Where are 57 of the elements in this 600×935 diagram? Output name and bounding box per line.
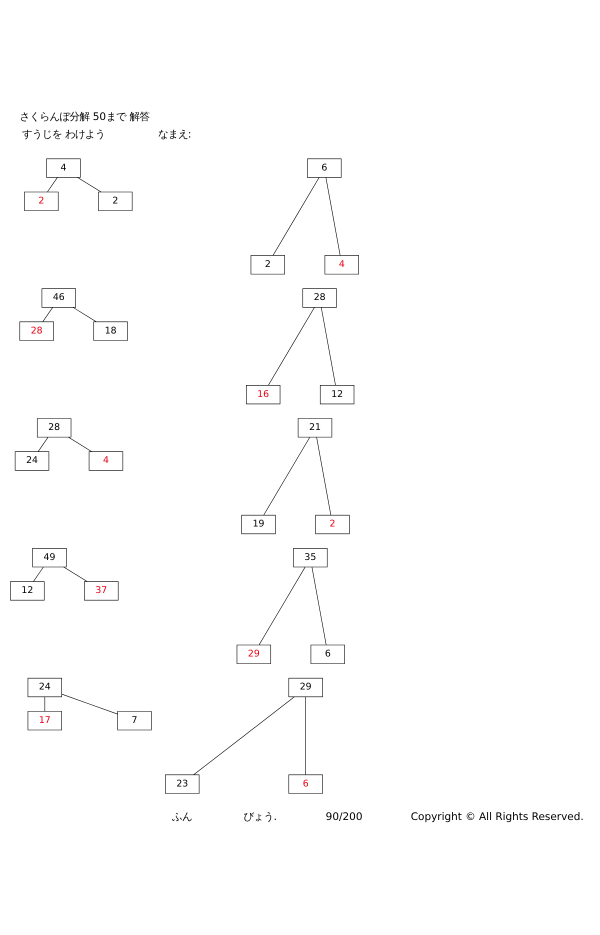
label: なまえ: — [158, 128, 192, 140]
connector — [38, 436, 48, 452]
node-box: 23 — [165, 774, 200, 794]
label: 90/200 — [326, 810, 363, 822]
label: ふん — [172, 810, 192, 822]
node-box: 29 — [236, 644, 272, 664]
node-box: 4 — [46, 158, 81, 178]
node-box: 6 — [310, 644, 345, 664]
connector — [258, 566, 306, 645]
connector — [320, 306, 336, 386]
node-box: 6 — [288, 774, 323, 794]
connector — [316, 436, 332, 515]
node-box: 12 — [320, 384, 354, 404]
label: びょう. — [244, 810, 277, 822]
node-box: 2 — [98, 191, 132, 210]
connector — [268, 306, 315, 386]
node-box: 7 — [117, 710, 152, 730]
connector — [326, 176, 340, 256]
connector — [77, 176, 102, 192]
connector — [263, 436, 310, 515]
node-box: 46 — [42, 288, 76, 308]
node-box: 21 — [298, 418, 332, 437]
node-box: 28 — [302, 288, 337, 308]
label: Copyright © All Rights Reserved. — [410, 810, 584, 822]
connector — [272, 176, 320, 256]
node-box: 2 — [315, 514, 350, 534]
connector — [33, 566, 44, 582]
connector — [63, 566, 88, 582]
node-box: 24 — [28, 677, 62, 697]
diagram-title: さくらんぼ分解 50まで 解答 — [19, 110, 150, 123]
node-box: 12 — [10, 580, 45, 600]
node-box: 49 — [32, 548, 67, 567]
connector — [305, 696, 306, 775]
node-box: 2 — [250, 254, 285, 274]
node-box: 2 — [24, 191, 58, 210]
connector — [44, 696, 46, 712]
node-box: 4 — [88, 450, 124, 470]
node-box: 6 — [307, 158, 342, 178]
connector — [312, 566, 326, 645]
connector — [42, 306, 54, 322]
node-box: 18 — [93, 321, 128, 340]
node-box: 28 — [36, 418, 72, 437]
node-box: 17 — [28, 710, 62, 730]
node-box: 19 — [241, 514, 276, 534]
node-box: 35 — [293, 548, 328, 567]
node-box: 4 — [324, 254, 359, 274]
node-box: 28 — [20, 321, 54, 340]
connector — [72, 306, 97, 322]
node-box: 37 — [84, 580, 118, 600]
node-box: 24 — [14, 450, 50, 470]
connector — [68, 436, 92, 452]
node-box: 16 — [246, 384, 280, 404]
node-box: 29 — [288, 677, 323, 697]
connector — [193, 696, 295, 775]
connector — [47, 176, 58, 192]
connector — [62, 693, 118, 714]
label: すうじを わけよう — [22, 128, 106, 140]
